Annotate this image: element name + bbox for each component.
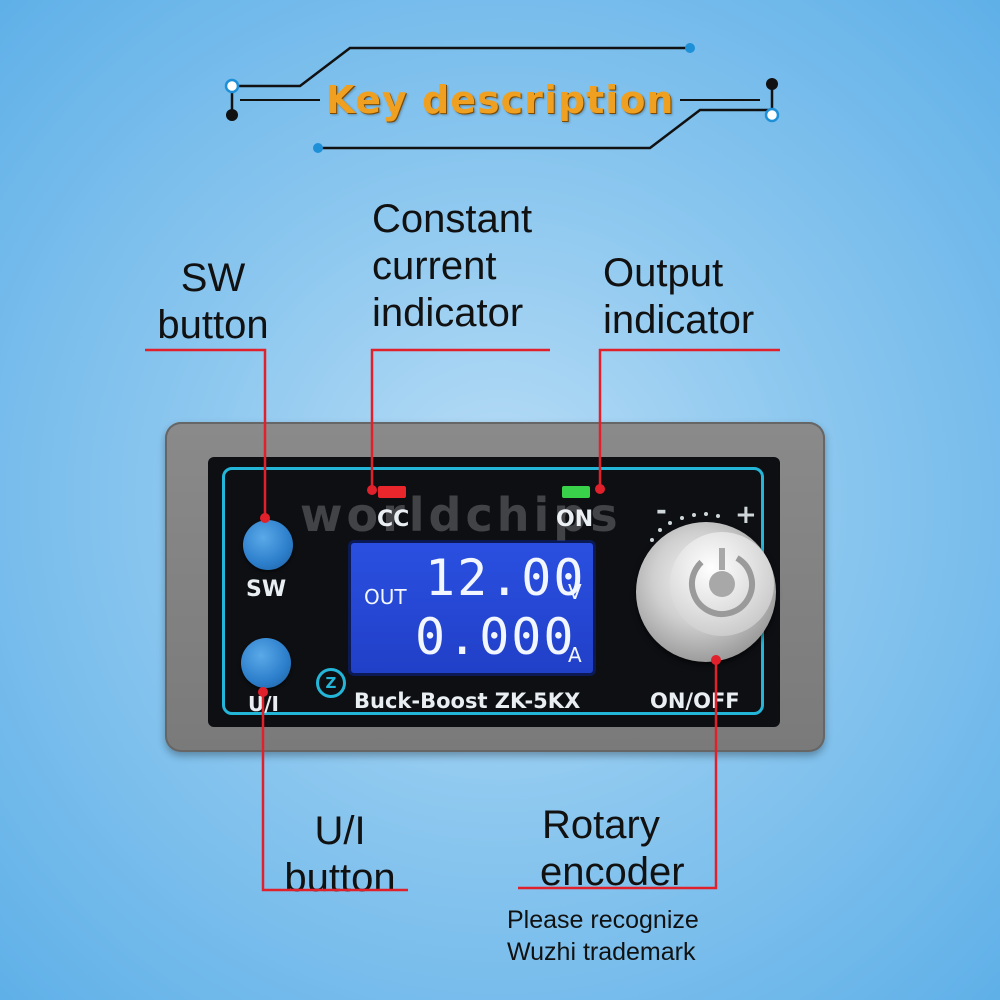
callout-line-3: indicator [372, 291, 524, 335]
sw-button-callout: SW button [148, 255, 278, 349]
callout-line-1: Output [603, 251, 724, 295]
watermark: worldchips [300, 488, 622, 542]
callout-line-1: Constant [372, 197, 533, 241]
logo-glyph: Z [325, 674, 337, 692]
onoff-label: ON/OFF [650, 689, 740, 713]
callout-line-2: current [372, 244, 497, 288]
callout-line-2: button [284, 856, 396, 900]
ui-button-callout: U/I button [270, 808, 410, 902]
lcd-current: 0.000 [415, 608, 576, 666]
wuzhi-logo-icon: Z [316, 668, 346, 698]
output-indicator-callout: Output indicator [603, 250, 754, 344]
lcd-voltage-unit: V [568, 580, 582, 604]
callout-line-2: button [157, 303, 269, 347]
lcd-current-unit: A [568, 643, 582, 667]
minus-label: - [656, 496, 667, 526]
constant-current-callout: Constant current indicator [372, 196, 532, 337]
note-line-1: Please recognize [507, 906, 699, 934]
rotary-encoder-callout: Rotary encoder [540, 802, 685, 896]
callout-line-2: encoder [540, 850, 685, 894]
callout-line-1: U/I [314, 809, 366, 853]
callout-line-2: indicator [603, 298, 755, 342]
cc-label: CC [377, 507, 410, 532]
note-line-2: Wuzhi trademark [507, 938, 696, 966]
lcd-voltage: 12.00 [425, 549, 586, 607]
callout-line-1: Rotary [542, 803, 660, 847]
on-led [562, 486, 590, 498]
sw-label: SW [246, 577, 287, 602]
cc-led [378, 486, 406, 498]
model-label: Buck-Boost ZK-5KX [354, 689, 581, 713]
on-label: ON [556, 507, 594, 532]
ui-button[interactable] [241, 638, 291, 688]
lcd-display [348, 540, 596, 676]
trademark-note: Please recognize Wuzhi trademark [507, 904, 699, 968]
lcd-out-label: OUT [364, 585, 407, 609]
page-title: Key description [325, 78, 675, 122]
sw-button[interactable] [243, 520, 293, 570]
callout-line-1: SW [180, 256, 246, 300]
plus-label: + [735, 500, 757, 530]
